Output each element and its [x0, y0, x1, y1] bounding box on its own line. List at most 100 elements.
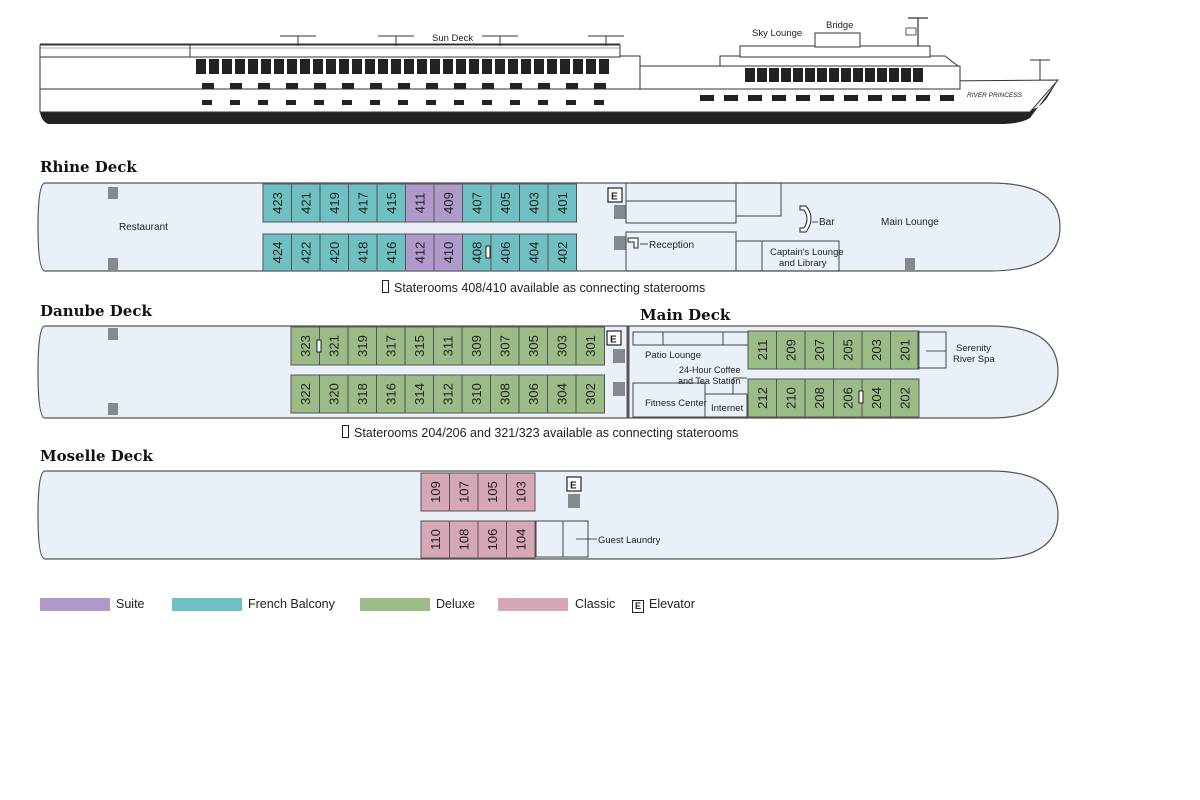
ship-window [417, 59, 427, 74]
stateroom-301[interactable] [575, 326, 605, 366]
stateroom-411[interactable] [405, 183, 435, 223]
stateroom-418[interactable] [348, 233, 378, 272]
ship-window [781, 68, 791, 82]
main-note-text: Staterooms 204/206 and 321/323 available… [354, 426, 739, 440]
stateroom-322[interactable] [290, 374, 320, 414]
stateroom-406[interactable] [490, 233, 520, 272]
stateroom-314[interactable] [404, 374, 434, 414]
stateroom-420[interactable] [319, 233, 349, 272]
ship-window [892, 95, 906, 101]
sky-lounge-label: Sky Lounge [752, 28, 802, 39]
ship-window [566, 83, 578, 89]
stateroom-211[interactable] [747, 330, 777, 370]
ship-window [426, 100, 436, 105]
stateroom-318[interactable] [347, 374, 377, 414]
legend-swatch-deluxe [360, 598, 430, 611]
stateroom-402[interactable] [547, 233, 577, 272]
stateroom-number: 104 [513, 529, 528, 551]
spa-label: Serenity [956, 343, 991, 354]
stateroom-number: 106 [485, 529, 500, 551]
stateroom-419[interactable] [319, 183, 349, 223]
stateroom-109[interactable] [420, 472, 450, 512]
ship-window [844, 95, 858, 101]
stateroom-210[interactable] [776, 378, 806, 418]
stateroom-307[interactable] [490, 326, 520, 366]
bar-counter-icon [799, 205, 812, 233]
stateroom-number: 322 [298, 383, 313, 405]
stateroom-number: 307 [497, 335, 512, 357]
stateroom-306[interactable] [518, 374, 548, 414]
ship-window [510, 83, 522, 89]
ship-window [286, 100, 296, 105]
ship-window [443, 59, 453, 74]
stateroom-303[interactable] [547, 326, 577, 366]
stateroom-311[interactable] [433, 326, 463, 366]
ship-window [748, 95, 762, 101]
stateroom-202[interactable] [890, 378, 920, 418]
stateroom-103[interactable] [506, 472, 536, 512]
stateroom-316[interactable] [376, 374, 406, 414]
stateroom-number: 318 [355, 383, 370, 405]
stateroom-104[interactable] [506, 520, 536, 559]
ship-window [426, 83, 438, 89]
stateroom-209[interactable] [776, 330, 806, 370]
stateroom-number: 208 [812, 387, 827, 409]
stateroom-201[interactable] [890, 330, 920, 370]
stateroom-number: 321 [326, 335, 341, 357]
stateroom-206[interactable] [833, 378, 863, 418]
stateroom-422[interactable] [291, 233, 321, 272]
stateroom-412[interactable] [405, 233, 435, 272]
stateroom-405[interactable] [490, 183, 520, 223]
ship-name-label: RIVER PRINCESS [967, 92, 1023, 99]
main-hull [627, 325, 1059, 419]
stairs-icon [614, 205, 626, 219]
ship-window [534, 59, 544, 74]
stateroom-421[interactable] [291, 183, 321, 223]
ship-window [209, 59, 219, 74]
ship-window [769, 68, 779, 82]
stateroom-310[interactable] [461, 374, 491, 414]
stateroom-number: 302 [583, 383, 598, 405]
stateroom-number: 320 [326, 383, 341, 405]
stateroom-424[interactable] [262, 233, 292, 272]
stateroom-207[interactable] [804, 330, 834, 370]
stateroom-number: 105 [485, 481, 500, 503]
stairs-icon [108, 328, 118, 340]
ship-window [342, 100, 352, 105]
ship-window [326, 59, 336, 74]
stateroom-317[interactable] [376, 326, 406, 366]
ship-window [258, 83, 270, 89]
flag-icon [905, 27, 917, 36]
stateroom-416[interactable] [376, 233, 406, 272]
stateroom-409[interactable] [433, 183, 463, 223]
stateroom-323[interactable] [290, 326, 320, 366]
coffee-station-label: 24-Hour Coffee [679, 365, 740, 375]
stateroom-309[interactable] [461, 326, 491, 366]
stateroom-302[interactable] [575, 374, 605, 414]
legend-label-deluxe: Deluxe [436, 597, 475, 611]
stateroom-number: 203 [869, 339, 884, 361]
stateroom-107[interactable] [449, 472, 479, 512]
ship-window [566, 100, 576, 105]
stateroom-423[interactable] [262, 183, 292, 223]
stateroom-315[interactable] [404, 326, 434, 366]
stateroom-319[interactable] [347, 326, 377, 366]
ship-window [853, 68, 863, 82]
stateroom-number: 406 [498, 242, 513, 264]
stateroom-308[interactable] [490, 374, 520, 414]
ship-window [865, 68, 875, 82]
stateroom-number: 403 [526, 192, 541, 214]
stateroom-305[interactable] [518, 326, 548, 366]
stateroom-number: 402 [555, 242, 570, 264]
stateroom-415[interactable] [376, 183, 406, 223]
ship-window [454, 83, 466, 89]
stateroom-105[interactable] [477, 472, 507, 512]
stateroom-403[interactable] [519, 183, 549, 223]
stateroom-106[interactable] [477, 520, 507, 559]
stateroom-417[interactable] [348, 183, 378, 223]
stateroom-404[interactable] [519, 233, 549, 272]
spa-label-2: River Spa [953, 354, 995, 365]
stateroom-401[interactable] [547, 183, 577, 223]
stateroom-110[interactable] [420, 520, 450, 559]
ship-window [560, 59, 570, 74]
